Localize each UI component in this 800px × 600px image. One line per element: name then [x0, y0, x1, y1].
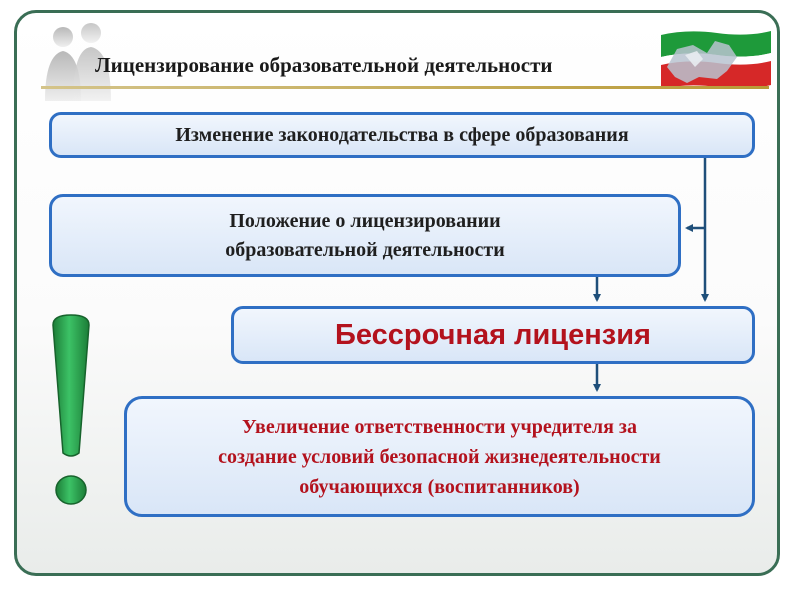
- legislation-change-box: Изменение законодательства в сфере образ…: [49, 112, 755, 158]
- exclamation-mark-icon: [52, 314, 90, 505]
- legislation-change-text: Изменение законодательства в сфере образ…: [175, 123, 629, 146]
- licensing-regulation-line-2: образовательной деятельности: [225, 238, 505, 261]
- perpetual-license-text: Бессрочная лицензия: [335, 318, 651, 351]
- perpetual-license-box: Бессрочная лицензия: [231, 306, 755, 364]
- tatarstan-flag-map-icon: [661, 31, 771, 89]
- connector-arrows: [593, 158, 709, 392]
- slide-title: Лицензирование образовательной деятельно…: [95, 53, 553, 77]
- founder-responsibility-line-3: обучающихся (воспитанников): [299, 475, 580, 498]
- title-divider: [41, 86, 769, 89]
- founder-responsibility-line-2: создание условий безопасной жизнедеятель…: [218, 445, 661, 468]
- licensing-regulation-box: Положение о лицензировании образовательн…: [49, 194, 681, 277]
- founder-responsibility-box: Увеличение ответственности учредителя за…: [124, 396, 755, 517]
- founder-responsibility-line-1: Увеличение ответственности учредителя за: [242, 415, 637, 438]
- slide-frame: Лицензирование образовательной деятельно…: [14, 10, 780, 576]
- licensing-regulation-line-1: Положение о лицензировании: [229, 209, 501, 232]
